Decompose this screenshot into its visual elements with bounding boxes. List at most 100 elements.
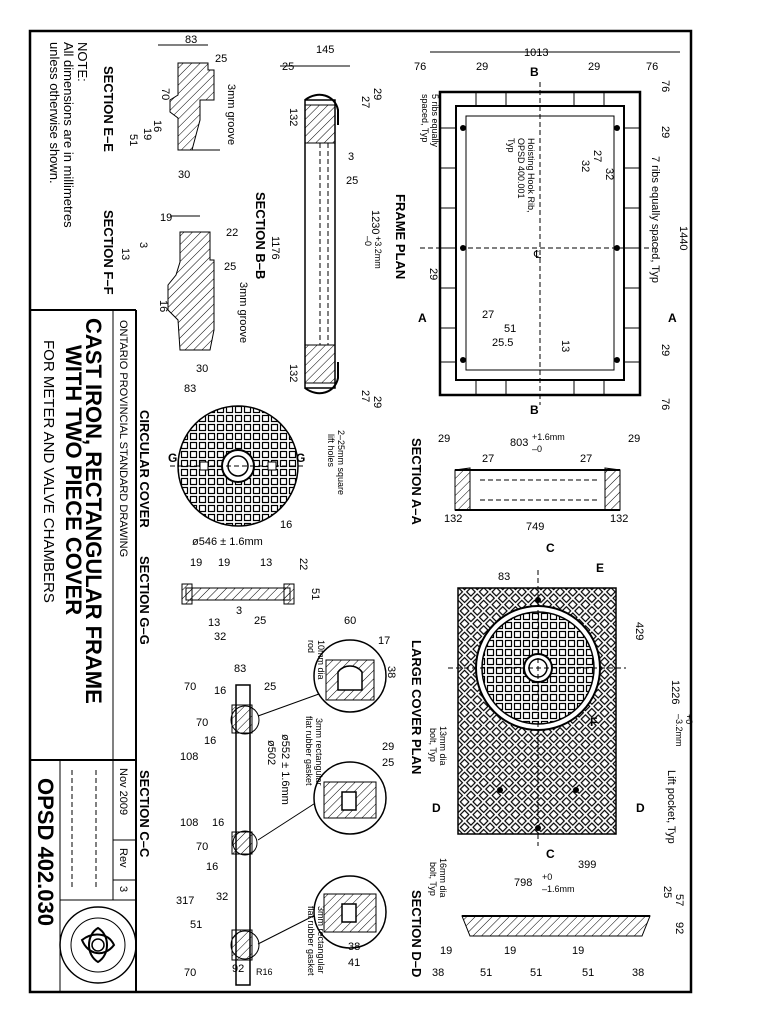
gg-dim-32: 32 bbox=[214, 631, 226, 643]
ccs-dim-16-a: 16 bbox=[204, 735, 216, 747]
cc-dim-16: 16 bbox=[280, 519, 292, 531]
bb-dim-29-bottom: 29 bbox=[371, 396, 383, 408]
frame-ribs5-note-1: 5 ribs equally bbox=[430, 94, 440, 148]
ff-dim-22: 22 bbox=[226, 227, 238, 239]
frame-dim-76-left: 76 bbox=[414, 61, 426, 73]
lcp-cut-f: F bbox=[590, 715, 597, 729]
frame-cut-a-right: A bbox=[668, 311, 677, 325]
aa-dim-29-right: 29 bbox=[628, 433, 640, 445]
aa-dim-749: 749 bbox=[526, 521, 544, 533]
section-ee: 83 25 70 16 19 51 30 3mm groove SECTION … bbox=[101, 34, 237, 181]
dd-dim-38-left: 38 bbox=[432, 967, 444, 979]
ee-dim-51: 51 bbox=[127, 134, 139, 146]
title-agency: ONTARIO PROVINCIAL STANDARD DRAWING bbox=[117, 320, 129, 557]
ff-dim-13: 13 bbox=[119, 248, 131, 260]
detail-dim-38-b: 38 bbox=[348, 941, 360, 953]
gg-dim-25: 25 bbox=[254, 615, 266, 627]
gg-dim-13-b: 13 bbox=[208, 617, 220, 629]
ff-label: SECTION F–F bbox=[101, 210, 116, 295]
ccs-dim-70-a: 70 bbox=[196, 717, 208, 729]
lcp-cut-d-right: D bbox=[636, 801, 645, 815]
frame-ribs5-note-2: spaced, Typ bbox=[420, 94, 430, 142]
detail-dim-17: 17 bbox=[378, 635, 390, 647]
section-dd: 57 25 92 19 19 19 38 51 51 51 38 SECTION… bbox=[409, 886, 685, 979]
dd-dim-19-b: 19 bbox=[504, 945, 516, 957]
cc-cut-g-right: G bbox=[296, 451, 305, 465]
ff-dim-3: 3 bbox=[137, 242, 149, 248]
lcp-lift-note: Lift pocket, Typ bbox=[665, 770, 677, 844]
frame-ribs7-note: 7 ribs equally spaced, Typ bbox=[649, 156, 661, 283]
ccs-dim-552: ø552 ± 1.6mm bbox=[279, 734, 291, 805]
frame-dim-1440: 1440 bbox=[677, 226, 689, 250]
detail-dim-41: 41 bbox=[348, 957, 360, 969]
ff-dim-19: 19 bbox=[160, 212, 172, 224]
dd-dim-51-c: 51 bbox=[582, 967, 594, 979]
dd-dim-19-a: 19 bbox=[440, 945, 452, 957]
bb-dim-1176: 1176 bbox=[269, 236, 281, 260]
title-rev-label: Rev bbox=[117, 848, 129, 868]
circular-cover-label: CIRCULAR COVER bbox=[137, 410, 152, 528]
aa-dim-132-right: 132 bbox=[610, 513, 628, 525]
general-note: NOTE: All dimensions are in millimetres … bbox=[47, 42, 90, 228]
frame-dim-25-5: 25.5 bbox=[492, 337, 513, 349]
bb-dim-1230: 1230 bbox=[369, 210, 381, 234]
gg-dim-3: 3 bbox=[236, 605, 242, 617]
frame-dim-29-left: 29 bbox=[476, 61, 488, 73]
gg-dim-19-b: 19 bbox=[218, 557, 230, 569]
ee-groove-note: 3mm groove bbox=[225, 84, 237, 145]
frame-centerline-mark: ℄ bbox=[533, 249, 541, 261]
title-date: Nov 2009 bbox=[117, 768, 129, 815]
detail-rod-2: rod bbox=[306, 640, 316, 653]
ee-label: SECTION E–E bbox=[101, 66, 116, 152]
ccs-dim-16-b: 16 bbox=[212, 817, 224, 829]
detail-rod-1: 10mm dia bbox=[316, 640, 326, 680]
ccs-dim-83: 83 bbox=[234, 663, 246, 675]
section-cc: 70 16 83 25 70 16 108 ø552 ± 1.6mm ø502 … bbox=[137, 663, 336, 986]
gg-dim-51: 51 bbox=[309, 588, 321, 600]
ccs-dim-70-bottom: 70 bbox=[184, 967, 196, 979]
lcp-dim-1226: 1226 bbox=[669, 680, 681, 704]
sheet-border bbox=[28, 29, 693, 994]
ccs-dim-108-top: 108 bbox=[180, 751, 198, 763]
title-rev: 3 bbox=[117, 886, 129, 892]
aa-dim-27-left: 27 bbox=[482, 453, 494, 465]
gg-dim-22: 22 bbox=[297, 558, 309, 570]
detail-gasket-2a: 3mm rectangular bbox=[316, 906, 326, 974]
ee-dim-25: 25 bbox=[215, 53, 227, 65]
ccs-dim-25: 25 bbox=[264, 681, 276, 693]
note-line-1: All dimensions are in millimetres bbox=[61, 42, 76, 228]
title-subtitle: FOR METER AND VALVE CHAMBERS bbox=[40, 340, 57, 603]
ccs-dim-108-bottom: 108 bbox=[180, 817, 198, 829]
drawing-number: OPSD 402.030 bbox=[33, 778, 58, 926]
ff-dim-83: 83 bbox=[184, 383, 196, 395]
dd-dim-57: 57 bbox=[673, 894, 685, 906]
ff-dim-30: 30 bbox=[196, 363, 208, 375]
aa-dim-803: 803 bbox=[510, 437, 528, 449]
bb-tol-minus: –0 bbox=[363, 236, 373, 246]
frame-hook-note-3: Typ bbox=[506, 138, 516, 153]
aa-tol-plus: +1.6mm bbox=[532, 432, 565, 442]
gg-dim-19-a: 19 bbox=[190, 557, 202, 569]
dd-label: SECTION D–D bbox=[409, 890, 424, 977]
lcp-tol2-plus: +0 bbox=[542, 872, 552, 882]
lcp-cut-c-top: C bbox=[546, 541, 555, 555]
circular-cover: G G 2–25mm square lift holes 16 ø546 ± 1… bbox=[137, 405, 346, 548]
frame-dim-27-top: 27 bbox=[591, 150, 603, 162]
note-line-2: unless otherwise shown. bbox=[47, 42, 62, 184]
lcp-bolt13-note-2: bolt, Typ bbox=[428, 728, 438, 762]
dd-dim-92: 92 bbox=[673, 922, 685, 934]
dd-dim-38-right: 38 bbox=[632, 967, 644, 979]
frame-dim-1013: 1013 bbox=[524, 47, 548, 59]
ff-dim-16: 16 bbox=[157, 300, 169, 312]
cc-lift-note-1: 2–25mm square bbox=[336, 430, 346, 495]
bb-dim-25-mid: 25 bbox=[346, 175, 358, 187]
lcp-dim-429: 429 bbox=[633, 622, 645, 640]
dd-dim-25: 25 bbox=[661, 886, 673, 898]
lcp-cut-e: E bbox=[596, 561, 604, 575]
aa-label: SECTION A–A bbox=[409, 438, 424, 526]
frame-plan-label: FRAME PLAN bbox=[393, 194, 408, 279]
lcp-tol-minus: –3.2mm bbox=[674, 714, 684, 747]
detail-bubbles: 60 17 38 10mm dia rod 29 25 3mm rectangu… bbox=[304, 615, 397, 976]
frame-hook-note-2: OPSD 400.001 bbox=[516, 138, 526, 199]
